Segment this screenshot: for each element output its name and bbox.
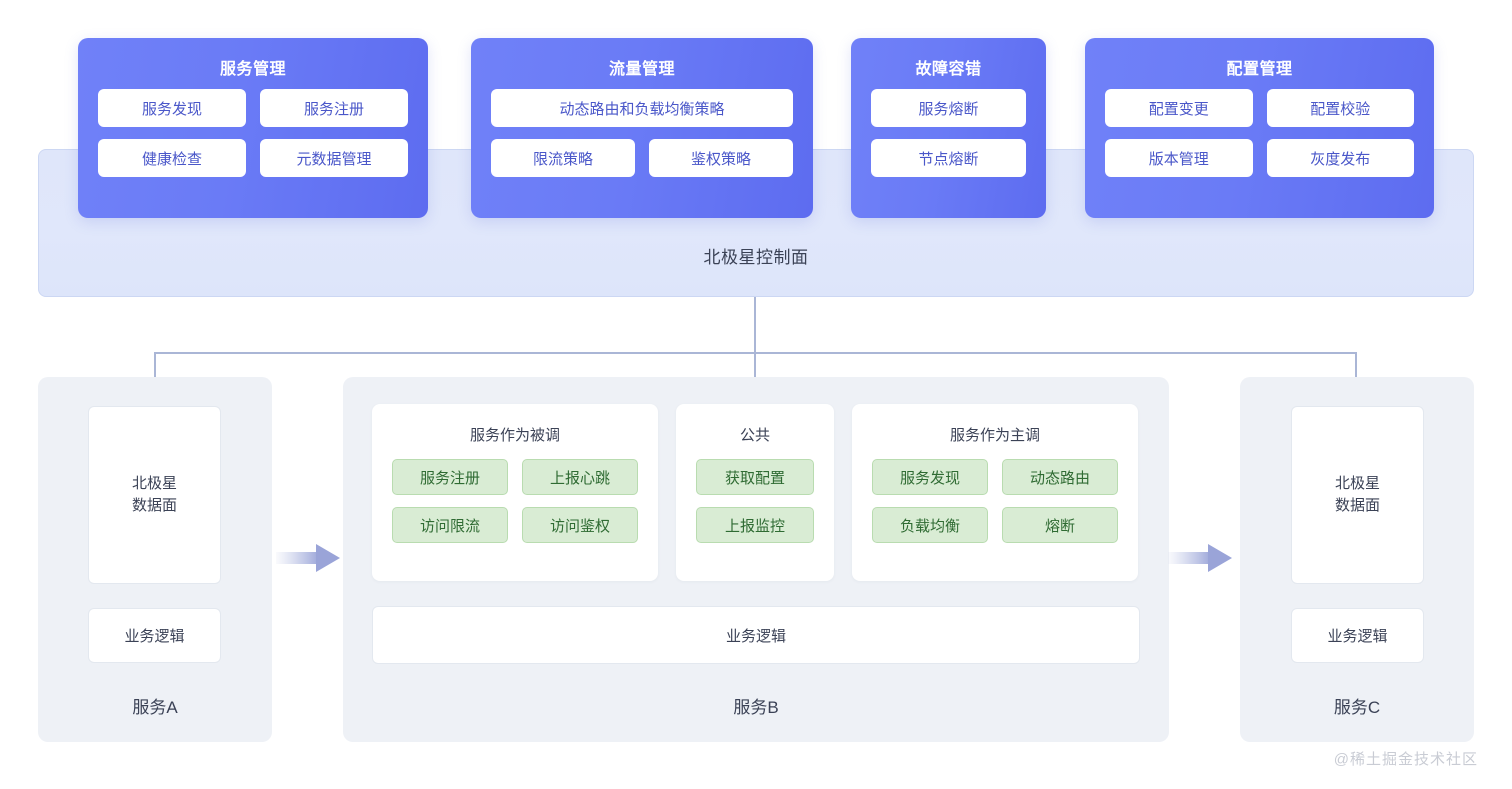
panel-item[interactable]: 鉴权策略 xyxy=(649,139,793,177)
panel-row: 健康检查 元数据管理 xyxy=(98,139,408,177)
service-a-business-label: 业务逻辑 xyxy=(124,628,185,645)
panel-item[interactable]: 动态路由和负载均衡策略 xyxy=(491,89,793,127)
group-title: 服务作为被调 xyxy=(469,427,560,444)
panel-item[interactable]: 限流策略 xyxy=(491,139,635,177)
panel-service-management[interactable]: 服务管理 服务发现 服务注册 健康检查 元数据管理 xyxy=(78,38,428,218)
arrow-right-icon-b-to-c xyxy=(1168,538,1234,583)
panel-title: 故障容错 xyxy=(915,61,982,78)
panel-item[interactable]: 节点熔断 xyxy=(871,139,1026,177)
service-a-caption: 服务A xyxy=(132,698,178,717)
group-service-as-callee: 服务作为被调 服务注册 上报心跳 访问限流 访问鉴权 xyxy=(372,404,658,581)
service-a-dataplane-card: 北极星 数据面 xyxy=(88,406,221,584)
service-c-caption: 服务C xyxy=(1333,698,1381,717)
panel-item[interactable]: 配置变更 xyxy=(1105,89,1253,127)
panel-fault-tolerance[interactable]: 故障容错 服务熔断 节点熔断 xyxy=(851,38,1046,218)
panel-row: 服务发现 服务注册 xyxy=(98,89,408,127)
service-a-dataplane-label: 北极星 数据面 xyxy=(131,475,177,514)
panel-title: 服务管理 xyxy=(219,61,286,78)
capability-item[interactable]: 服务发现 xyxy=(872,459,988,495)
service-b-caption: 服务B xyxy=(733,698,779,717)
panel-item[interactable]: 配置校验 xyxy=(1266,89,1414,127)
service-c-business-card: 业务逻辑 xyxy=(1291,608,1424,663)
panel-item[interactable]: 服务熔断 xyxy=(871,89,1026,127)
group-items: 获取配置 上报监控 xyxy=(676,445,834,543)
group-items: 服务发现 动态路由 负载均衡 熔断 xyxy=(852,445,1138,543)
panel-row: 配置变更 配置校验 xyxy=(1105,89,1414,127)
capability-item[interactable]: 访问限流 xyxy=(392,507,508,543)
service-a-business-card: 业务逻辑 xyxy=(88,608,221,663)
capability-item[interactable]: 访问鉴权 xyxy=(522,507,638,543)
capability-item[interactable]: 获取配置 xyxy=(696,459,814,495)
panel-row: 节点熔断 xyxy=(871,139,1026,177)
panel-item[interactable]: 健康检查 xyxy=(98,139,246,177)
capability-item[interactable]: 负载均衡 xyxy=(872,507,988,543)
service-b-business-label: 业务逻辑 xyxy=(725,627,786,645)
panel-row: 版本管理 灰度发布 xyxy=(1105,139,1414,177)
group-service-as-caller: 服务作为主调 服务发现 动态路由 负载均衡 熔断 xyxy=(852,404,1138,581)
group-title: 公共 xyxy=(739,427,770,444)
panel-items: 动态路由和负载均衡策略 限流策略 鉴权策略 xyxy=(471,79,813,177)
panel-row: 动态路由和负载均衡策略 xyxy=(491,89,793,127)
service-b-business-card: 业务逻辑 xyxy=(372,606,1140,664)
capability-item[interactable]: 上报监控 xyxy=(696,507,814,543)
panel-traffic-management[interactable]: 流量管理 动态路由和负载均衡策略 限流策略 鉴权策略 xyxy=(471,38,813,218)
group-row: 负载均衡 熔断 xyxy=(872,507,1118,543)
group-row: 服务发现 动态路由 xyxy=(872,459,1118,495)
group-items: 服务注册 上报心跳 访问限流 访问鉴权 xyxy=(372,445,658,543)
panel-items: 配置变更 配置校验 版本管理 灰度发布 xyxy=(1085,79,1434,177)
panel-item[interactable]: 版本管理 xyxy=(1105,139,1253,177)
panel-row: 服务熔断 xyxy=(871,89,1026,127)
connector-horizontal-bus xyxy=(154,352,1357,354)
group-row: 上报监控 xyxy=(696,507,814,543)
capability-item[interactable]: 上报心跳 xyxy=(522,459,638,495)
group-common: 公共 获取配置 上报监控 xyxy=(676,404,834,581)
panel-config-management[interactable]: 配置管理 配置变更 配置校验 版本管理 灰度发布 xyxy=(1085,38,1434,218)
panel-items: 服务熔断 节点熔断 xyxy=(851,79,1046,177)
panel-title: 流量管理 xyxy=(608,61,675,78)
panel-item[interactable]: 服务注册 xyxy=(260,89,408,127)
panel-items: 服务发现 服务注册 健康检查 元数据管理 xyxy=(78,79,428,177)
capability-item[interactable]: 动态路由 xyxy=(1002,459,1118,495)
panel-item[interactable]: 服务发现 xyxy=(98,89,246,127)
group-title: 服务作为主调 xyxy=(949,427,1040,444)
capability-item[interactable]: 服务注册 xyxy=(392,459,508,495)
control-plane-label: 北极星控制面 xyxy=(703,248,809,267)
service-c-business-label: 业务逻辑 xyxy=(1327,628,1388,645)
arrow-right-icon-a-to-b xyxy=(276,538,342,583)
service-c-dataplane-label: 北极星 数据面 xyxy=(1334,475,1380,514)
panel-item[interactable]: 元数据管理 xyxy=(260,139,408,177)
service-c-dataplane-card: 北极星 数据面 xyxy=(1291,406,1424,584)
capability-item[interactable]: 熔断 xyxy=(1002,507,1118,543)
group-row: 访问限流 访问鉴权 xyxy=(392,507,638,543)
group-row: 获取配置 xyxy=(696,459,814,495)
panel-item[interactable]: 灰度发布 xyxy=(1266,139,1414,177)
group-row: 服务注册 上报心跳 xyxy=(392,459,638,495)
panel-row: 限流策略 鉴权策略 xyxy=(491,139,793,177)
panel-title: 配置管理 xyxy=(1226,61,1293,78)
watermark: @稀土掘金技术社区 xyxy=(1333,751,1478,768)
